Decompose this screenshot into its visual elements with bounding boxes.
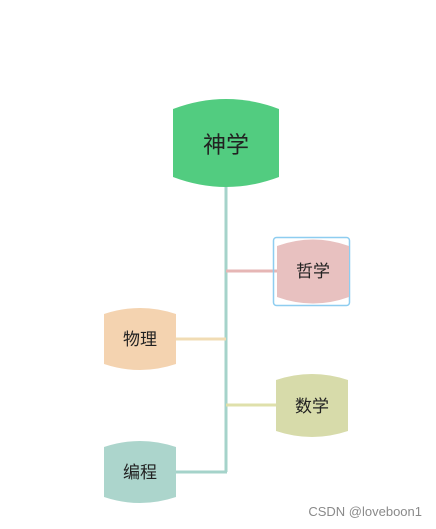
node-wuli[interactable]: 物理	[104, 308, 176, 370]
node-wuli-label: 物理	[123, 330, 157, 350]
root-node-shape	[173, 99, 279, 187]
node-zhexue[interactable]: 哲学	[272, 236, 351, 307]
root-node[interactable]: 神学	[173, 99, 279, 187]
root-node-label: 神学	[203, 133, 249, 159]
node-wuli-shape	[104, 308, 176, 370]
watermark: CSDN @loveboon1	[308, 504, 422, 519]
selection-box	[272, 236, 351, 307]
node-zhexue-shape	[277, 239, 349, 304]
node-biancheng-label: 编程	[123, 463, 157, 483]
node-shuxue-label: 数学	[295, 397, 329, 417]
node-shuxue-shape	[276, 374, 348, 437]
node-zhexue-label: 哲学	[296, 262, 330, 282]
node-biancheng[interactable]: 编程	[104, 441, 176, 503]
node-shuxue[interactable]: 数学	[276, 374, 348, 437]
node-biancheng-shape	[104, 441, 176, 503]
